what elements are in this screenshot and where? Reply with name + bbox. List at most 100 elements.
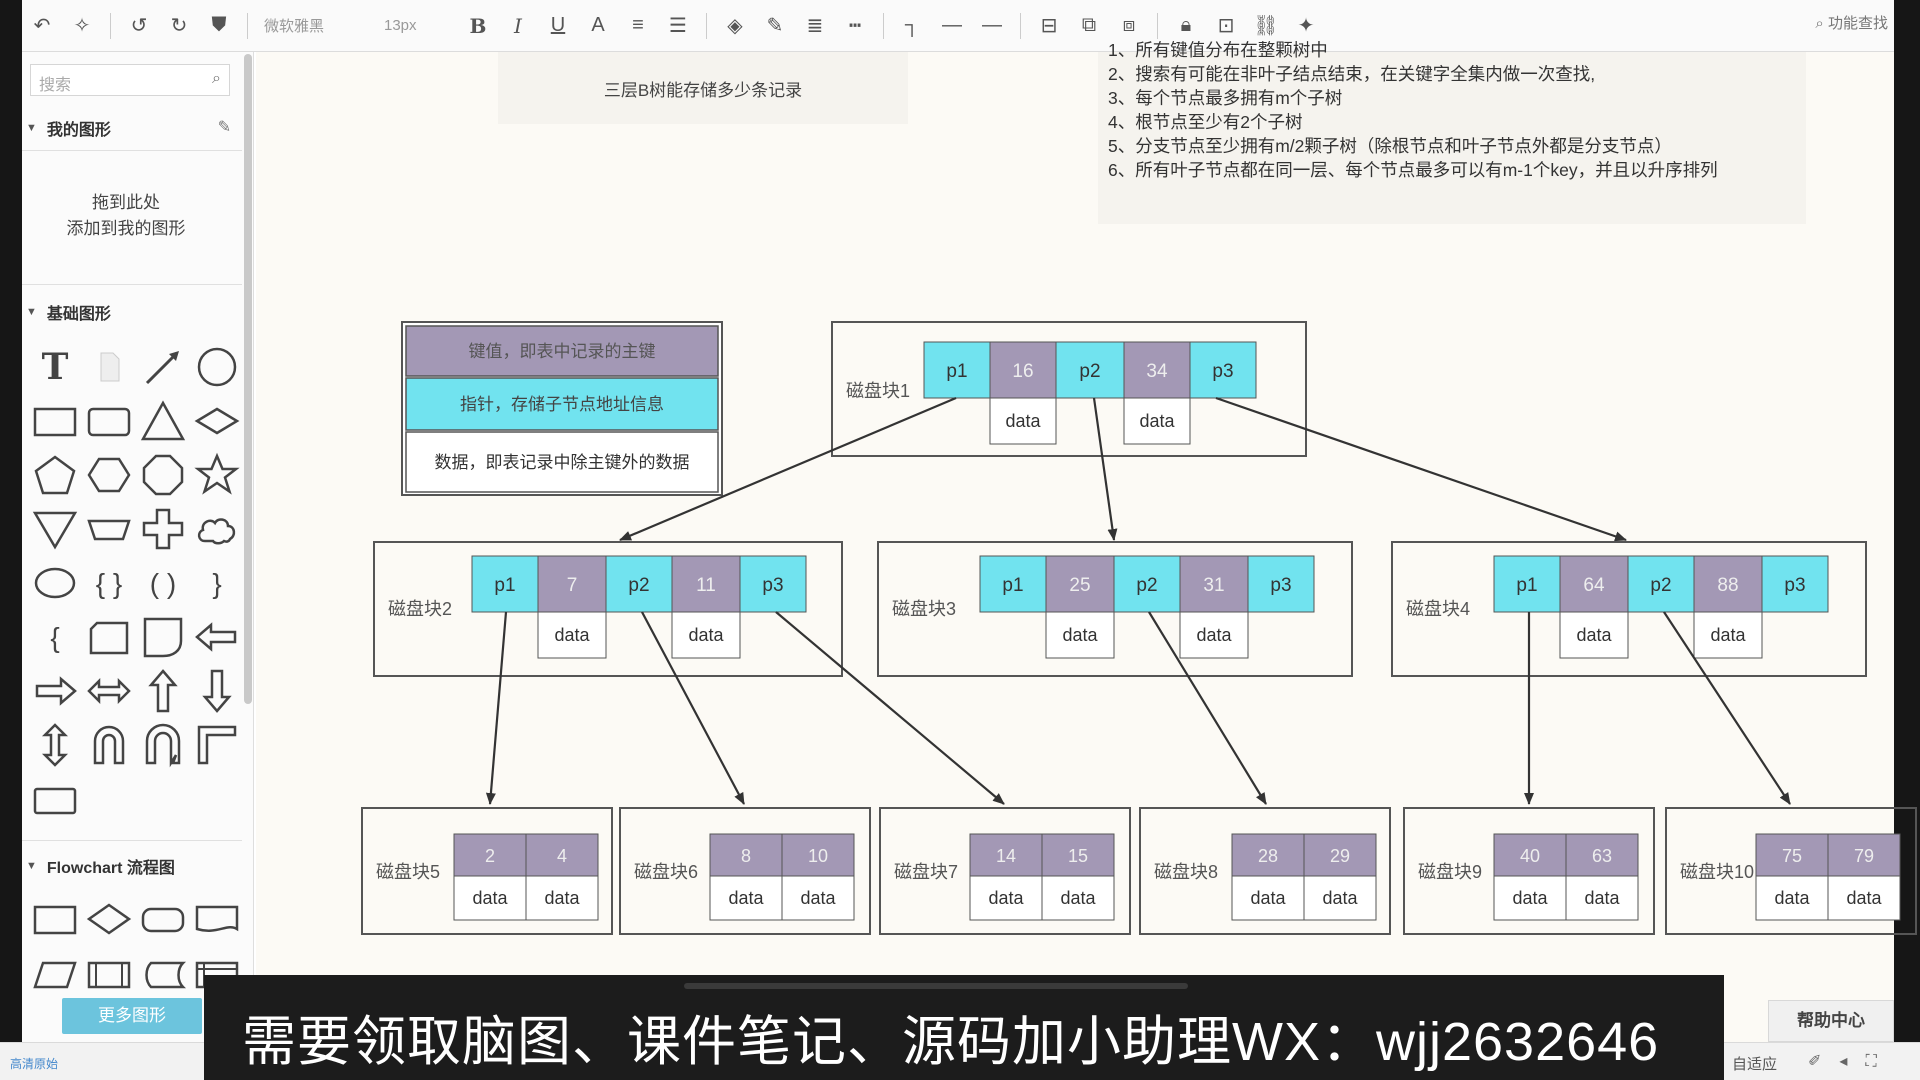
canvas-horizontal-scrollbar[interactable] <box>684 983 1188 989</box>
legend-key-swatch <box>405 325 719 377</box>
card-shape[interactable] <box>84 612 134 662</box>
underline-icon[interactable]: U <box>550 14 566 36</box>
disk-block-7[interactable]: 磁盘块7 14 15 data data <box>879 807 1131 935</box>
u-turn-shape[interactable] <box>138 720 188 770</box>
feature-search[interactable]: ⌕ 功能查找 <box>1815 12 1888 33</box>
left-brace-shape[interactable]: { <box>30 612 80 662</box>
back-icon[interactable]: ↶ <box>33 15 51 37</box>
font-size-select[interactable]: 13px <box>384 17 417 34</box>
line-width-icon[interactable]: ≣ <box>806 15 824 37</box>
link-icon[interactable]: ⛓︎ <box>1253 15 1279 37</box>
volume-icon[interactable]: ◂ <box>1839 1053 1866 1070</box>
process-shape[interactable] <box>30 894 80 944</box>
data-io-shape[interactable] <box>30 948 80 998</box>
cross-shape[interactable] <box>138 504 188 554</box>
right-brace-shape[interactable]: } <box>192 558 242 608</box>
small-rectangle-shape[interactable] <box>30 774 80 824</box>
terminator-shape[interactable] <box>138 894 188 944</box>
inverted-triangle-shape[interactable] <box>30 504 80 554</box>
disk-block-1[interactable]: 磁盘块1 p1 16 p2 34 p3 data data <box>831 321 1307 457</box>
down-arrow-shape[interactable] <box>192 666 242 716</box>
double-arrow-shape[interactable] <box>84 666 134 716</box>
triangle-shape[interactable] <box>138 396 188 446</box>
pentagon-shape[interactable] <box>30 450 80 500</box>
magic-wand-icon[interactable]: ✦ <box>1297 15 1315 37</box>
disk-block-10[interactable]: 磁盘块10 75 79 data data <box>1665 807 1917 935</box>
search-icon[interactable]: ⌕ <box>212 70 221 87</box>
pointer-cell <box>979 555 1047 613</box>
help-center-button[interactable]: 帮助中心 <box>1768 1000 1894 1042</box>
undo-icon[interactable]: ↺ <box>130 15 148 37</box>
decision-shape[interactable] <box>84 894 134 944</box>
disk-block-8[interactable]: 磁盘块8 28 29 data data <box>1139 807 1391 935</box>
disk-block-3[interactable]: 磁盘块3 p1 25 p2 31 p3 data data <box>877 541 1353 677</box>
disk-block-5[interactable]: 磁盘块5 2 4 data data <box>361 807 613 935</box>
note-shape[interactable] <box>84 342 134 392</box>
document-shape[interactable] <box>192 894 242 944</box>
u-turn-arrow-shape[interactable] <box>84 720 134 770</box>
more-shapes-button[interactable]: 更多图形 <box>62 998 202 1034</box>
parentheses-shape[interactable]: ( ) <box>138 558 188 608</box>
bold-icon[interactable]: B <box>469 13 487 38</box>
drop-zone[interactable]: 拖到此处 添加到我的图形 <box>22 190 230 242</box>
fullscreen-icon[interactable]: ⛶ <box>1865 1053 1895 1070</box>
star-shape[interactable] <box>192 450 242 500</box>
disk-block-label: 磁盘块9 <box>1418 862 1482 882</box>
font-family-select[interactable]: 微软雅黑 <box>264 18 325 35</box>
connector-icon[interactable]: ┐ <box>904 14 920 36</box>
circle-shape[interactable] <box>192 342 242 392</box>
key-label: 15 <box>1068 846 1088 866</box>
redo-icon[interactable]: ↻ <box>170 15 188 37</box>
rounded-rectangle-shape[interactable] <box>84 396 134 446</box>
disk-block-9[interactable]: 磁盘块9 40 63 data data <box>1403 807 1655 935</box>
fill-color-icon[interactable]: ◈ <box>727 15 743 37</box>
stored-data-shape[interactable] <box>138 948 188 998</box>
diamond-shape[interactable] <box>192 396 242 446</box>
disk-block-6[interactable]: 磁盘块6 8 10 data data <box>619 807 871 935</box>
up-arrow-shape[interactable] <box>138 666 188 716</box>
edit-icon[interactable]: ✎ <box>217 119 231 136</box>
drawing-canvas[interactable]: 三层B树能存储多少条记录 1、所有键值分布在整颗树中 2、搜索有可能在非叶子结点… <box>256 40 1917 1042</box>
send-back-icon[interactable]: ⧈ <box>1122 14 1136 36</box>
left-arrow-shape[interactable] <box>192 612 242 662</box>
vertical-double-arrow-shape[interactable] <box>30 720 80 770</box>
predefined-process-shape[interactable] <box>84 948 134 998</box>
unlock-icon[interactable]: ⊡ <box>1217 15 1235 37</box>
corner-shape[interactable] <box>192 720 242 770</box>
delay-shape[interactable] <box>138 612 188 662</box>
text-shape[interactable]: T <box>30 342 80 392</box>
line-spacing-icon[interactable]: ☰ <box>669 15 687 37</box>
trapezoid-shape[interactable] <box>84 504 134 554</box>
line-dash-icon[interactable]: ┅ <box>848 15 862 37</box>
line-color-icon[interactable]: ✎ <box>766 15 784 37</box>
ellipse-shape[interactable] <box>30 558 80 608</box>
arrow-line-shape[interactable] <box>138 342 188 392</box>
hexagon-shape[interactable] <box>84 450 134 500</box>
shape-search-input[interactable]: 搜索 ⌕ <box>30 64 230 96</box>
sidebar-scrollbar[interactable] <box>244 54 252 704</box>
right-arrow-shape[interactable] <box>30 666 80 716</box>
format-painter-icon[interactable]: ✧ <box>73 15 91 37</box>
title-note[interactable]: 三层B树能存储多少条记录 <box>498 52 908 124</box>
basic-shapes-header[interactable]: ▼ 基础图形 <box>26 300 111 324</box>
brush-icon[interactable]: ⛊ <box>211 14 227 36</box>
pin-icon[interactable]: ✐ <box>1808 1053 1840 1070</box>
zoom-fit-button[interactable]: 自适应 <box>1732 1056 1778 1073</box>
font-color-icon[interactable]: A <box>591 14 605 36</box>
line-start-icon[interactable]: — <box>942 14 962 36</box>
line-end-icon[interactable]: — <box>982 14 1002 36</box>
braces-shape[interactable]: { } <box>84 558 134 608</box>
flowchart-header[interactable]: ▼ Flowchart 流程图 <box>26 854 175 878</box>
lock-icon[interactable]: 🔒︎ <box>1180 14 1192 36</box>
align-icon[interactable]: ≡ <box>632 14 644 36</box>
rectangle-shape[interactable] <box>30 396 80 446</box>
cloud-shape[interactable] <box>192 504 242 554</box>
disk-block-4[interactable]: 磁盘块4 p1 64 p2 88 p3 data data <box>1391 541 1867 677</box>
my-shapes-header[interactable]: ▼ 我的图形 <box>26 116 111 140</box>
bring-front-icon[interactable]: ⧉ <box>1081 14 1097 36</box>
octagon-shape[interactable] <box>138 450 188 500</box>
italic-icon[interactable]: I <box>514 13 522 38</box>
btree-rules-note[interactable]: 1、所有键值分布在整颗树中 2、搜索有可能在非叶子结点结束，在关键字全集内做一次… <box>1098 40 1806 224</box>
disk-block-2[interactable]: 磁盘块2 p1 7 p2 11 p3 data data <box>373 541 843 677</box>
arrange-icon[interactable]: ⊟ <box>1040 15 1058 37</box>
